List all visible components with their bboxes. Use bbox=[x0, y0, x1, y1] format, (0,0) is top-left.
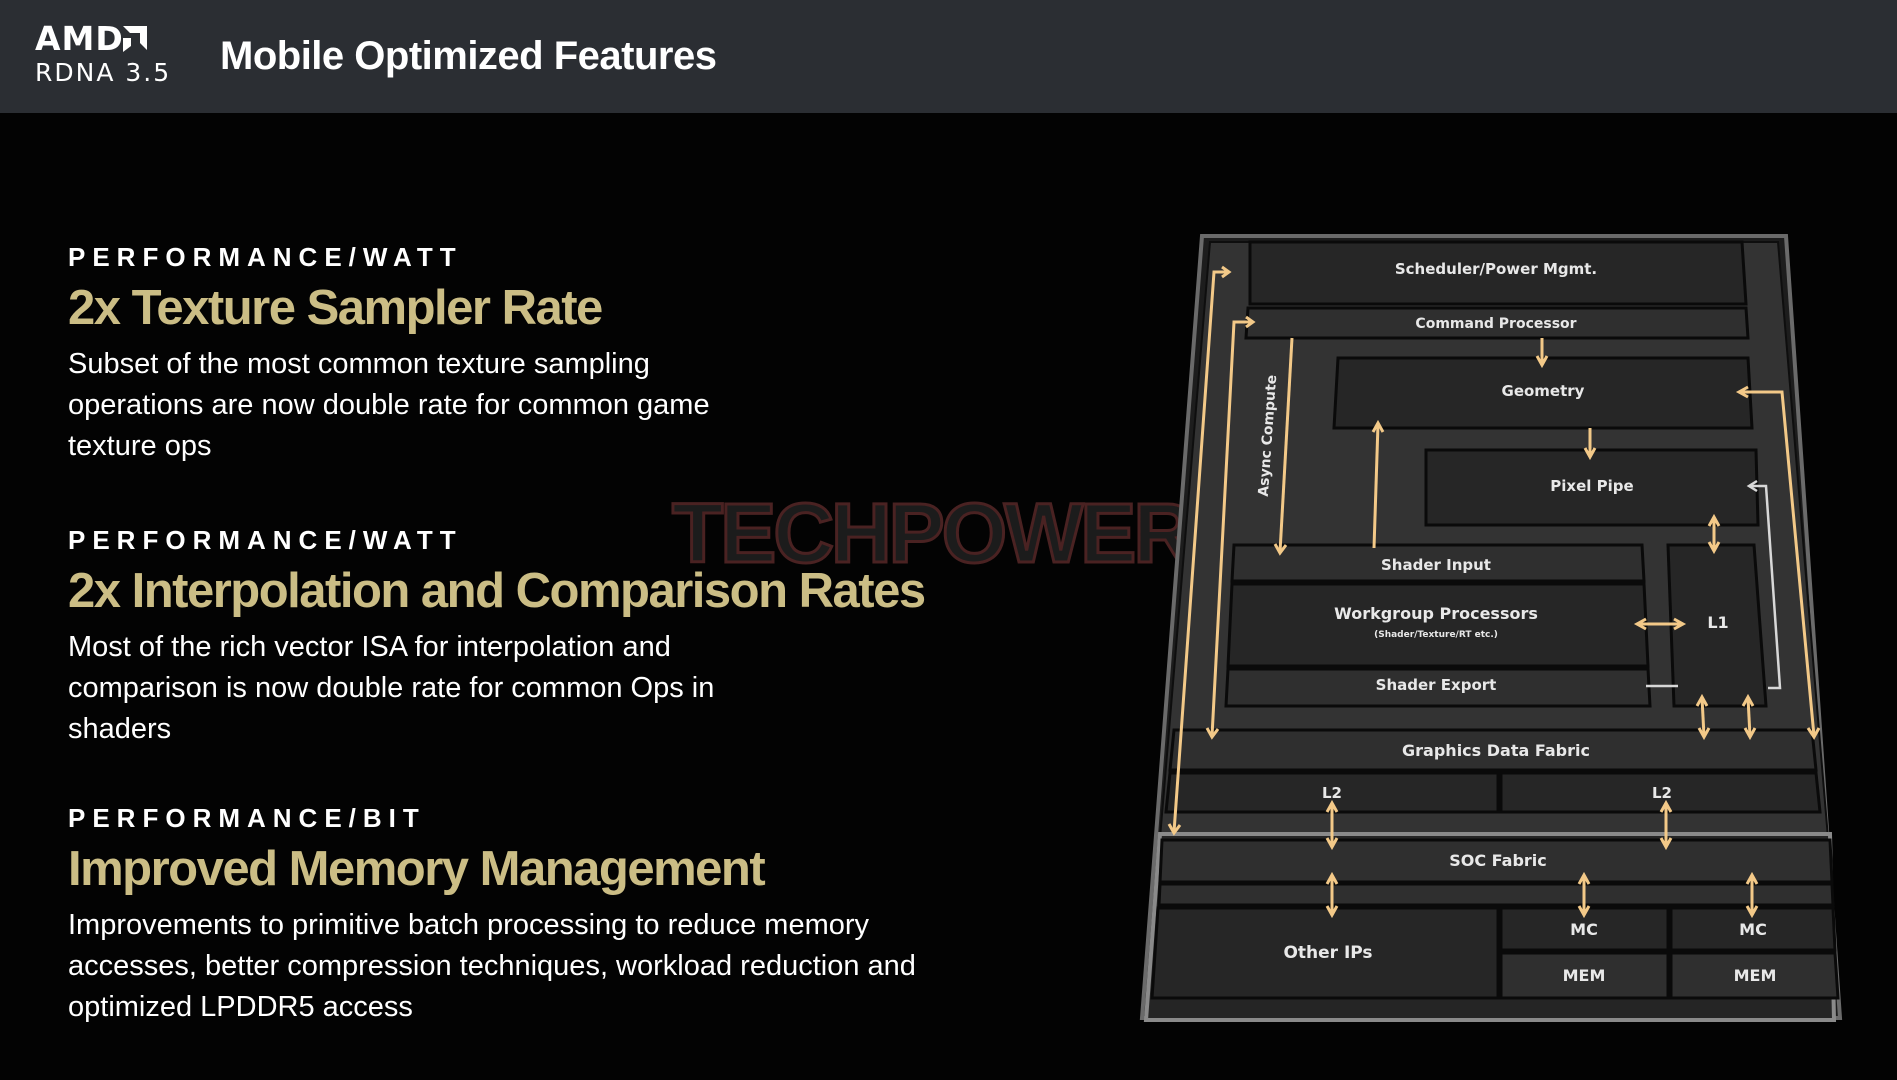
feature-interpolation: PERFORMANCE/WATT 2x Interpolation and Co… bbox=[68, 525, 948, 750]
arrow-left-outer bbox=[1172, 270, 1228, 833]
feature-description: Subset of the most common texture sampli… bbox=[68, 347, 710, 462]
geometry-label: Geometry bbox=[1502, 382, 1585, 400]
feature-kicker: PERFORMANCE/WATT bbox=[68, 525, 463, 555]
arrow-l1-fabric-right bbox=[1746, 697, 1752, 737]
feature-kicker: PERFORMANCE/WATT bbox=[68, 242, 463, 272]
arrow-geometry-to-pixel-pipe-head bbox=[1583, 447, 1597, 461]
arrow-async-compute bbox=[1278, 337, 1294, 553]
l2-left-label: L2 bbox=[1322, 784, 1342, 802]
mc-left-label: MC bbox=[1570, 920, 1598, 939]
arrow-l1-fabric-right-head bbox=[1741, 693, 1757, 741]
workgroup-processors-label: Workgroup Processors bbox=[1334, 604, 1538, 623]
feature-memory-management: PERFORMANCE/BIT Improved Memory Manageme… bbox=[68, 803, 948, 1028]
arrow-wgp-l1-head bbox=[1633, 617, 1687, 631]
feature-headline: 2x Interpolation and Comparison Rates bbox=[68, 564, 926, 619]
arrow-command-to-geometry-head bbox=[1535, 355, 1549, 369]
mc-left-block bbox=[1499, 906, 1670, 952]
arrow-pixel-pipe-l1-head bbox=[1707, 513, 1721, 555]
mc-right-label: MC bbox=[1739, 920, 1767, 939]
soc-fabric-lower-strip bbox=[1157, 882, 1835, 907]
soc-fabric-label: SOC Fabric bbox=[1449, 851, 1547, 870]
arrow-soc-mc-left-head bbox=[1577, 871, 1591, 919]
feature-description: Improvements to primitive batch processi… bbox=[68, 908, 916, 1023]
dataflow-arrows bbox=[1167, 265, 1821, 919]
l1-block bbox=[1666, 543, 1768, 708]
shader-input-block bbox=[1230, 543, 1646, 583]
shader-input-label: Shader Input bbox=[1381, 556, 1491, 574]
scheduler-label: Scheduler/Power Mgmt. bbox=[1395, 260, 1597, 278]
l1-label: L1 bbox=[1707, 613, 1728, 632]
mem-left-block bbox=[1499, 951, 1670, 1000]
workgroup-processors-sublabel: (Shader/Texture/RT etc.) bbox=[1374, 630, 1498, 640]
other-ips-block bbox=[1150, 906, 1500, 1000]
graphics-data-fabric-block bbox=[1168, 728, 1818, 772]
shader-export-label: Shader Export bbox=[1376, 676, 1497, 694]
arrow-shader-input-to-geometry bbox=[1372, 423, 1380, 549]
arrow-right-outer-head bbox=[1735, 385, 1821, 740]
pixel-pipe-label: Pixel Pipe bbox=[1550, 477, 1633, 495]
amd-rdna-logo: AMD RDNA 3.5 bbox=[35, 22, 175, 92]
mem-right-block bbox=[1669, 951, 1840, 1000]
arrow-shader-input-to-geometry-head bbox=[1371, 419, 1385, 433]
feature-texture-sampler: PERFORMANCE/WATT 2x Texture Sampler Rate… bbox=[68, 242, 948, 467]
scheduler-block bbox=[1248, 240, 1748, 306]
arrow-soc-other-ips-head bbox=[1325, 871, 1339, 919]
soc-fabric-block bbox=[1158, 838, 1834, 884]
pixel-pipe-block bbox=[1424, 448, 1760, 527]
arrow-pixel-pipe-return-head bbox=[1746, 479, 1758, 493]
arrow-soc-mc-right-head bbox=[1745, 871, 1759, 919]
header-bar: AMD RDNA 3.5 Mobile Optimized Features bbox=[0, 0, 1897, 113]
mem-right-label: MEM bbox=[1734, 966, 1777, 985]
command-processor-block bbox=[1244, 306, 1750, 340]
amd-arrow-icon bbox=[123, 26, 147, 52]
feature-headline: Improved Memory Management bbox=[68, 842, 766, 897]
product-name: RDNA 3.5 bbox=[35, 58, 172, 87]
mem-left-label: MEM bbox=[1563, 966, 1606, 985]
arrow-l1-fabric-left-head bbox=[1695, 693, 1711, 741]
brand-name: AMD bbox=[35, 19, 124, 58]
mc-right-block bbox=[1669, 906, 1837, 952]
arrow-left-inner-head bbox=[1205, 315, 1256, 740]
arrow-pixel-pipe-return bbox=[1750, 484, 1782, 690]
page-title: Mobile Optimized Features bbox=[220, 34, 717, 78]
command-processor-label: Command Processor bbox=[1415, 316, 1576, 332]
shader-export-block bbox=[1224, 667, 1652, 708]
l2-left-block bbox=[1164, 771, 1500, 814]
arrow-l2-left-soc-head bbox=[1325, 799, 1339, 851]
l2-right-label: L2 bbox=[1652, 784, 1672, 802]
other-ips-label: Other IPs bbox=[1283, 943, 1372, 963]
arrow-async-compute-head bbox=[1273, 543, 1288, 556]
l2-right-block bbox=[1499, 771, 1822, 814]
arrow-right-outer bbox=[1740, 390, 1816, 737]
arrow-left-inner bbox=[1210, 320, 1252, 737]
gpu-block-diagram: Scheduler/Power Mgmt. Command Processor … bbox=[1139, 234, 1843, 1022]
feature-description: Most of the rich vector ISA for interpol… bbox=[68, 630, 715, 745]
graphics-data-fabric-label: Graphics Data Fabric bbox=[1402, 741, 1590, 760]
feature-kicker: PERFORMANCE/BIT bbox=[68, 803, 426, 833]
arrow-left-outer-head bbox=[1167, 265, 1232, 836]
geometry-block bbox=[1332, 356, 1754, 430]
arrow-l1-fabric-left bbox=[1700, 697, 1706, 737]
feature-headline: 2x Texture Sampler Rate bbox=[68, 281, 603, 336]
arrow-l2-right-soc-head bbox=[1659, 799, 1673, 851]
workgroup-processors-block bbox=[1226, 582, 1650, 668]
